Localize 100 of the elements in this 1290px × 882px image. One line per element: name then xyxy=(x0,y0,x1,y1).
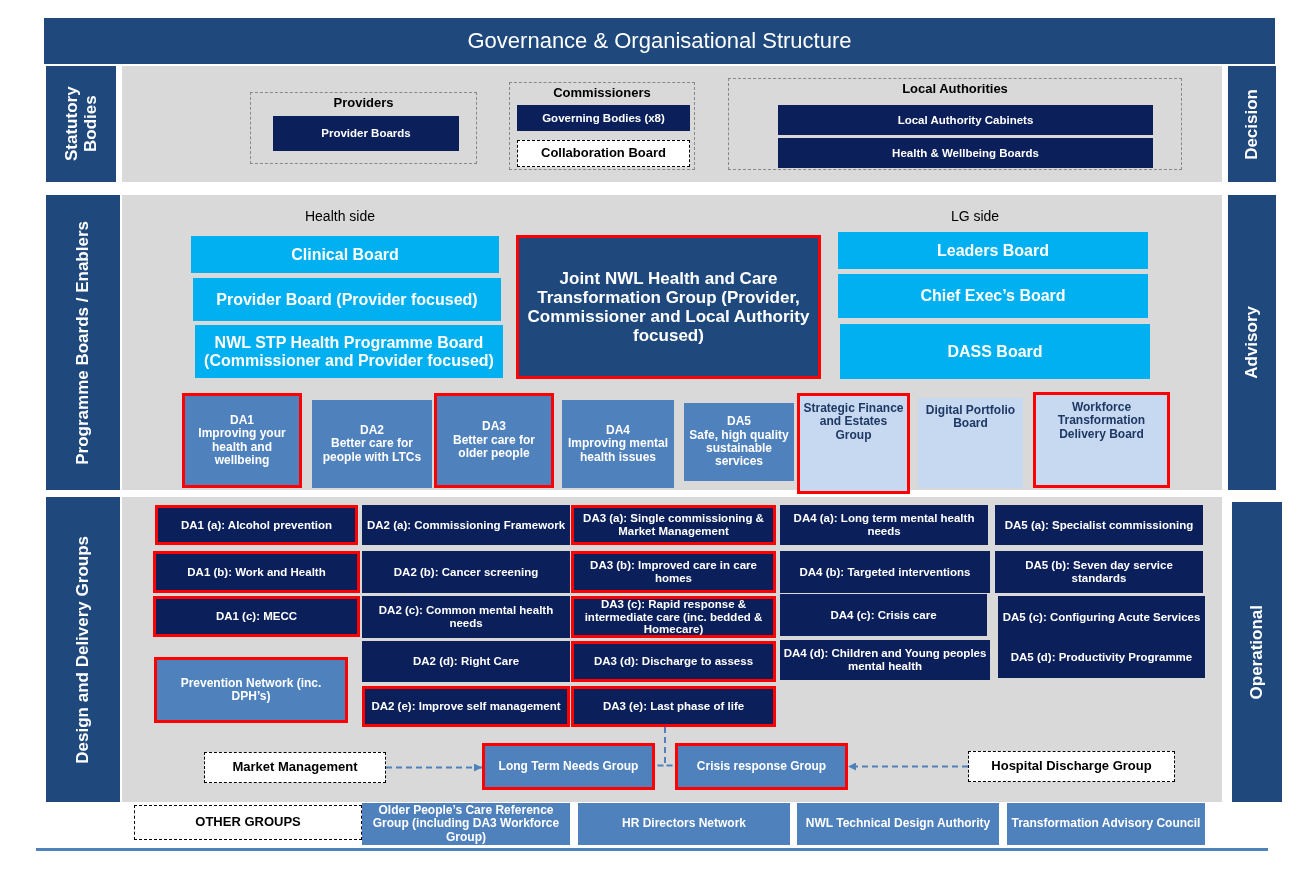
box-label: DA4 (a): Long term mental health needs xyxy=(792,512,976,538)
dashed-box xyxy=(968,751,1175,782)
box-label: Better care for older people xyxy=(452,433,536,461)
board-box xyxy=(838,232,1148,269)
board-box xyxy=(684,403,794,481)
band-label: Design and Delivery Groups xyxy=(73,535,93,764)
box-label: DA2 (e): Improve self management xyxy=(371,700,561,713)
board-box xyxy=(1007,803,1205,845)
board-box xyxy=(578,803,790,845)
box-heading: DA1 xyxy=(230,413,254,428)
title-text: Governance & Organisational Structure xyxy=(467,28,852,54)
side-heading: Health side xyxy=(303,208,376,226)
board-box xyxy=(195,325,503,378)
box-label: DA2 (a): Commissioning Framework xyxy=(366,518,566,532)
box-label: Local Authority Cabinets xyxy=(897,113,1034,127)
box-label: DA4 (d): Children and Young peoples mental health xyxy=(783,647,987,673)
box-label: DA3 (c): Rapid response & intermediate care (inc. bedded & Homecare) xyxy=(583,597,764,637)
board-box xyxy=(1033,392,1170,488)
box-label: HR Directors Network xyxy=(622,817,746,831)
box-label: Workforce Transformation Delivery Board xyxy=(1056,401,1147,442)
dashed-box xyxy=(134,805,362,840)
band-label: Decision xyxy=(1242,88,1262,160)
dashed-arrow xyxy=(847,762,969,771)
board-box xyxy=(362,686,570,727)
box-label: Provider Board (Provider focused) xyxy=(216,290,478,309)
board-box xyxy=(571,686,776,727)
box-label: Health & Wellbeing Boards xyxy=(892,146,1039,160)
box-label: Older People’s Care Reference Group (including DA3 Workforce Group) xyxy=(371,803,561,845)
box-label: Joint NWL Health and Care Transformation Group (Provider, Commissioner and Local Authority focused) xyxy=(526,268,811,346)
box-label: Hospital Discharge Group xyxy=(991,759,1152,774)
group-box xyxy=(728,78,1182,170)
board-box xyxy=(571,641,776,682)
dashed-connector xyxy=(664,726,676,767)
box-label: DA1 (a): Alcohol prevention xyxy=(181,518,332,532)
group-box xyxy=(250,92,477,164)
board-box xyxy=(995,505,1203,545)
box-label: DA4 (c): Crisis care xyxy=(830,608,937,622)
board-box xyxy=(154,657,348,723)
dashed-box xyxy=(204,752,386,783)
board-box xyxy=(778,105,1153,135)
board-box xyxy=(778,138,1153,168)
board-box xyxy=(182,393,302,488)
group-heading: Commissioners xyxy=(553,86,651,101)
box-label: Clinical Board xyxy=(291,245,399,264)
box-label: DA5 (a): Specialist commissioning xyxy=(1004,518,1194,532)
box-label: DA1 (b): Work and Health xyxy=(187,565,326,579)
board-box xyxy=(362,551,570,593)
box-heading: DA5 (c): Configuring Acute Services xyxy=(1002,610,1201,624)
box-heading: DA3 xyxy=(482,420,506,434)
box-label: Improving mental health issues xyxy=(567,437,669,465)
side-band xyxy=(46,195,120,490)
dashed-box xyxy=(517,140,690,167)
dashed-arrow xyxy=(385,763,483,772)
board-box xyxy=(362,505,570,545)
band-label: Advisory xyxy=(1242,306,1262,379)
box-label: Prevention Network (inc. DPH’s) xyxy=(179,676,323,704)
box-label: DA4 (b): Targeted interventions xyxy=(799,565,971,579)
board-box xyxy=(153,596,360,637)
band-label: Operational xyxy=(1247,604,1267,700)
box-label: Chief Exec’s Board xyxy=(920,287,1066,305)
board-box xyxy=(571,596,776,638)
board-box xyxy=(191,236,499,273)
box-label: NWL Technical Design Authority xyxy=(805,817,991,831)
board-box xyxy=(995,551,1203,593)
board-box xyxy=(193,278,501,321)
board-box xyxy=(797,393,910,494)
board-box xyxy=(571,505,776,545)
box-label: DA2 (d): Right Care xyxy=(412,655,520,668)
side-band xyxy=(46,497,120,802)
board-box xyxy=(482,743,655,790)
box-label: DA3 (b): Improved care in care homes xyxy=(589,559,758,585)
box-label: Provider Boards xyxy=(321,127,411,140)
side-heading: LG side xyxy=(949,208,1001,226)
box-label: OTHER GROUPS xyxy=(195,815,301,830)
board-box xyxy=(153,551,360,593)
board-box xyxy=(516,235,821,379)
group-heading: Local Authorities xyxy=(902,82,1008,97)
side-band xyxy=(1232,502,1282,802)
box-label: Digital Portfolio Board xyxy=(924,404,1017,431)
box-label: DA2 (c): Common mental health needs xyxy=(377,604,555,630)
box-label: DA2 (b): Cancer screening xyxy=(393,565,539,579)
board-box xyxy=(362,641,570,682)
board-box xyxy=(434,393,554,488)
box-label: DA1 (c): MECC xyxy=(215,610,298,623)
box-label: DA5 (d): Productivity Programme xyxy=(1010,650,1193,664)
box-label: DA3 (e): Last phase of life xyxy=(602,700,745,713)
board-box xyxy=(562,400,674,488)
box-label: Governing Bodies (x8) xyxy=(542,111,665,125)
board-box xyxy=(517,105,690,131)
board-box xyxy=(675,743,848,790)
board-box xyxy=(797,803,999,845)
board-box xyxy=(998,596,1205,678)
group-heading: Providers xyxy=(333,96,394,111)
board-box xyxy=(780,594,987,636)
box-label: DA3 (a): Single commissioning & Market Management xyxy=(582,512,765,538)
box-label: Improving your health and wellbeing xyxy=(197,427,287,468)
board-box xyxy=(155,505,358,545)
box-label: Transformation Advisory Council xyxy=(1011,817,1201,831)
box-label: Crisis response Group xyxy=(696,759,827,774)
box-label: DA5 (b): Seven day service standards xyxy=(1024,559,1174,585)
